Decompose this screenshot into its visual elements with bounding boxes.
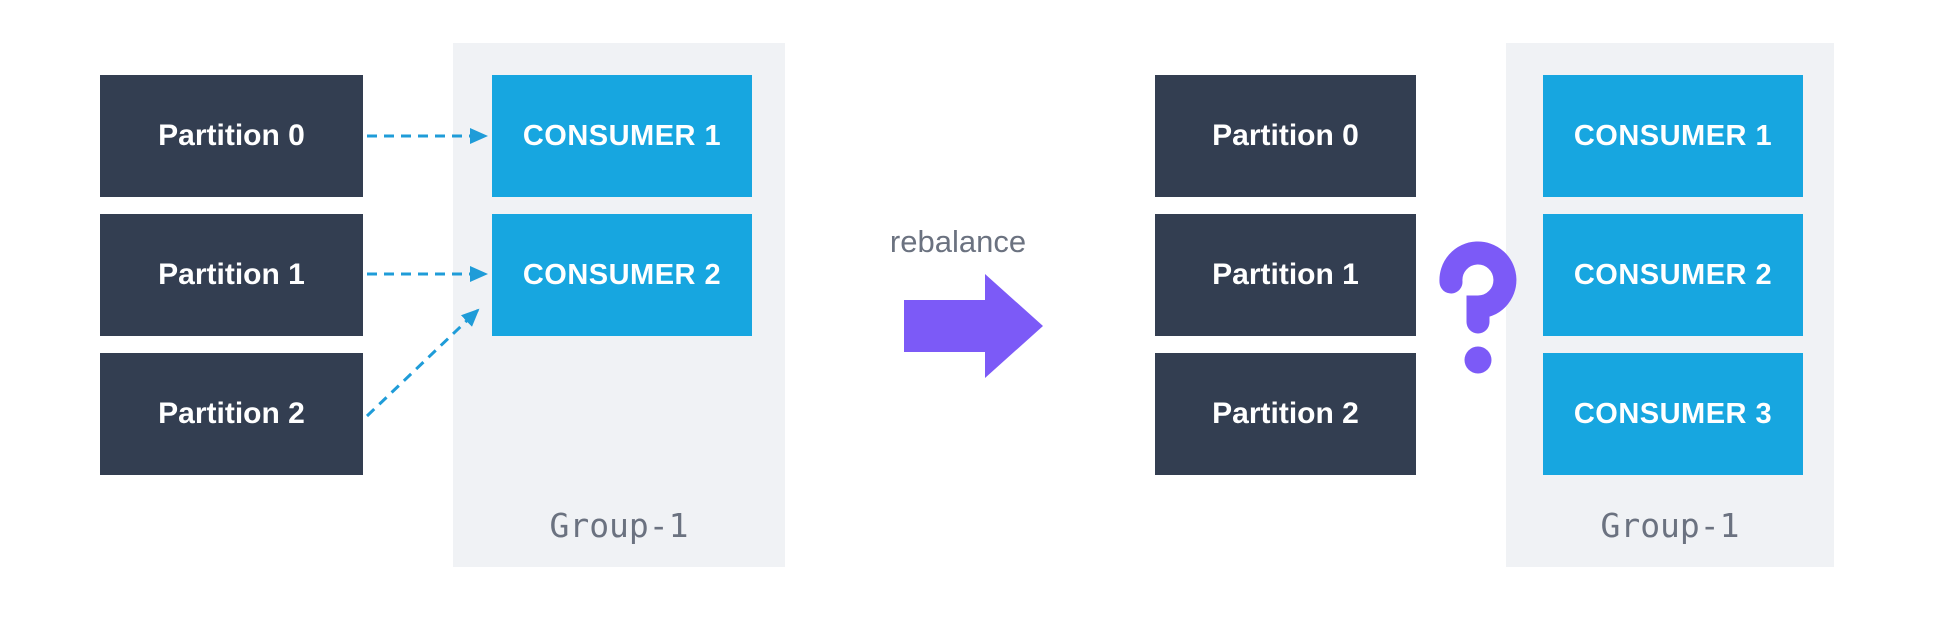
consumer-box: CONSUMER 3 xyxy=(1543,353,1803,475)
group-label: Group-1 xyxy=(549,506,689,545)
consumer-group-panel: CONSUMER 1 CONSUMER 2 Group-1 xyxy=(453,43,785,567)
partition-box: Partition 1 xyxy=(100,214,363,336)
question-mark-icon xyxy=(1439,241,1517,374)
consumer-group-panel: CONSUMER 1 CONSUMER 2 CONSUMER 3 Group-1 xyxy=(1506,43,1834,567)
partition-box: Partition 0 xyxy=(100,75,363,197)
partition-box: Partition 2 xyxy=(1155,353,1416,475)
partition-box: Partition 1 xyxy=(1155,214,1416,336)
consumer-box: CONSUMER 2 xyxy=(1543,214,1803,336)
partition-box: Partition 0 xyxy=(1155,75,1416,197)
consumer-box: CONSUMER 1 xyxy=(492,75,752,197)
consumer-box: CONSUMER 2 xyxy=(492,214,752,336)
consumer-box: CONSUMER 1 xyxy=(1543,75,1803,197)
rebalance-label: rebalance xyxy=(889,224,1027,259)
partition-box: Partition 2 xyxy=(100,353,363,475)
rebalance-arrow-icon xyxy=(904,274,1043,378)
group-label: Group-1 xyxy=(1600,506,1740,545)
